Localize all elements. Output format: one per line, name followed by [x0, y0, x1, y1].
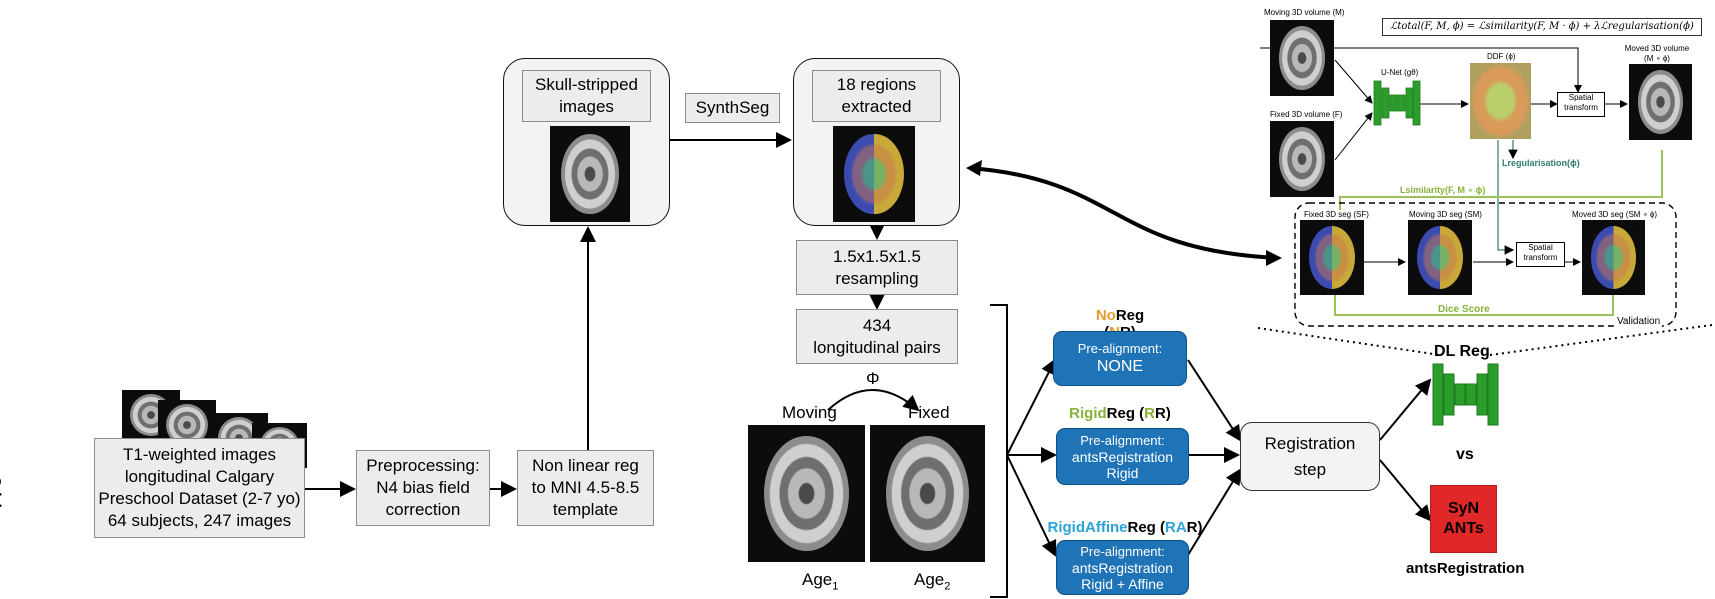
validation-label: Validation: [1615, 316, 1663, 327]
dice-score-label: Dice Score: [1438, 304, 1490, 315]
fixed-seg-label: Fixed 3D seg (SF): [1304, 210, 1369, 219]
vs-label: vs: [1456, 446, 1474, 463]
moving-brain: [748, 425, 865, 562]
similarity-loss-label: Lsimilarity(F, M ∘ ϕ): [1400, 185, 1486, 195]
moved-volume-brain: [1629, 64, 1692, 140]
moved-volume-label: Moved 3D volume(M ∘ ϕ): [1624, 44, 1690, 63]
rigidreg-title-part: R): [1155, 405, 1171, 422]
moved-seg-brain: [1582, 220, 1645, 295]
fixed-brain: [870, 425, 985, 562]
noreg-box: Pre-alignment:NONE: [1053, 331, 1187, 386]
loss-formula: ℒtotal(F, M, ϕ) = ℒsimilarity(F, M · ϕ) …: [1382, 18, 1702, 36]
moving-volume-brain: [1270, 20, 1334, 96]
inset-link-arrow: [969, 166, 1279, 260]
dl-reg-unet-icon: [1432, 363, 1499, 426]
validation-frame: [1294, 202, 1677, 327]
phi-label: Φ: [866, 369, 880, 388]
rigidreg-title-part: Reg (: [1106, 405, 1145, 422]
rigidreg-title-part: R: [1144, 405, 1155, 422]
rigidaffinereg-title-part: RigidAffine: [1047, 519, 1128, 536]
rigidreg-title: RigidReg (RR): [1060, 405, 1180, 422]
moving-volume-label: Moving 3D volume (M): [1264, 8, 1345, 17]
rigidaffinereg-title-part: Reg (: [1127, 519, 1166, 536]
ddf-field: [1470, 63, 1531, 139]
inset-unet-icon: [1373, 80, 1421, 126]
dl-reg-label: DL Reg: [1434, 343, 1490, 360]
fixed-label: Fixed: [908, 403, 950, 422]
age2-label: Age2: [914, 570, 951, 593]
moved-seg-label: Moved 3D seg (SM ∘ ϕ): [1572, 210, 1658, 219]
fixed-seg-brain: [1300, 220, 1364, 295]
synthseg-label: SynthSeg: [685, 93, 780, 123]
segmented-brain: [833, 126, 915, 222]
moving-label: Moving: [782, 403, 837, 422]
skull-stripped-brain: [550, 126, 630, 222]
regularisation-loss-label: Lregularisation(ϕ): [1502, 158, 1580, 168]
ants-registration-label: antsRegistration: [1406, 560, 1525, 577]
noreg-title-part: No: [1095, 307, 1116, 324]
fixed-volume-label: Fixed 3D volume (F): [1270, 110, 1343, 119]
rigidaffinereg-title-part: R): [1186, 519, 1203, 536]
ddf-label: DDF (ϕ): [1487, 52, 1516, 61]
unet-label: U-Net (gθ): [1381, 68, 1419, 77]
moving-seg-label: Moving 3D seg (SM): [1409, 210, 1482, 219]
moving-seg-brain: [1408, 220, 1472, 295]
rigidaffinereg-title: RigidAffineReg (RAR): [1040, 519, 1210, 536]
page-number: 944: [0, 476, 4, 511]
rigidreg-title-part: Rigid: [1069, 405, 1107, 422]
fixed-volume-brain: [1270, 121, 1334, 197]
main-arrows: [305, 132, 1432, 598]
rigidaffinereg-title-part: RA: [1165, 519, 1187, 536]
age1-label: Age1: [802, 570, 839, 593]
